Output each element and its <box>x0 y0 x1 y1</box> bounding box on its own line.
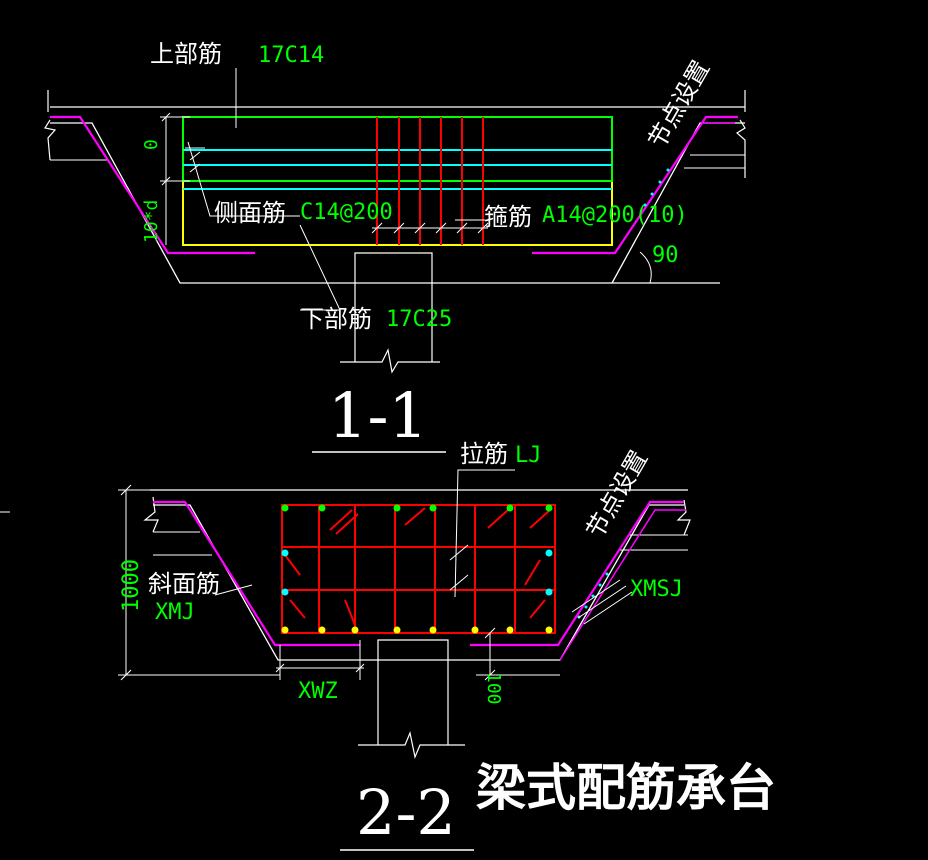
side-rebar-label: 侧面筋 <box>214 199 286 227</box>
slope-rebar-right <box>532 115 738 255</box>
tie-bar-label: 拉筋 <box>460 440 508 468</box>
rebar-dots-top <box>281 504 553 512</box>
side-rebar-value: C14@200 <box>300 200 393 225</box>
section-title-1-1: 1-1 <box>328 379 428 452</box>
rebar-dots-bottom <box>281 626 553 634</box>
dim-10d: 10*d <box>141 200 162 243</box>
dim-zero: 0 <box>141 139 162 150</box>
stirrups <box>376 117 484 245</box>
stirrup-label: 箍筋 <box>484 203 532 231</box>
slope-rebar-left-2 <box>153 500 360 647</box>
dim-1000: 1000 <box>119 559 144 612</box>
section-1-1: 上部筋 17C14 0 10*d 侧面筋 C14@200 箍筋 A14@200(… <box>44 40 746 453</box>
rebar-cage <box>281 504 556 634</box>
top-rebar-label: 上部筋 <box>150 40 222 68</box>
stirrup-value: A14@200(10) <box>542 203 688 228</box>
slope-rebar-label: 斜面筋 <box>148 570 220 598</box>
rebar-dots-side <box>281 549 553 596</box>
bottom-rebar-label: 下部筋 <box>300 305 372 333</box>
xwz-label: XWZ <box>298 679 338 704</box>
xmsj-label: XMSJ <box>630 577 683 602</box>
node-note-1: 节点设置 <box>643 56 715 153</box>
dim-100: 100 <box>483 672 504 705</box>
slope-rebar-left <box>50 115 255 255</box>
node-note-2: 节点设置 <box>581 446 653 543</box>
tie-bar-value: LJ <box>515 443 542 468</box>
top-rebar-value: 17C14 <box>258 43 324 68</box>
angle-value: 90 <box>652 243 679 268</box>
drawing-title: 梁式配筋承台 <box>476 759 776 817</box>
bottom-rebar-value: 17C25 <box>386 307 452 332</box>
slope-rebar-right-2 <box>470 500 684 647</box>
section-title-2-2: 2-2 <box>356 776 456 849</box>
slope-rebar-value: XMJ <box>155 600 195 625</box>
